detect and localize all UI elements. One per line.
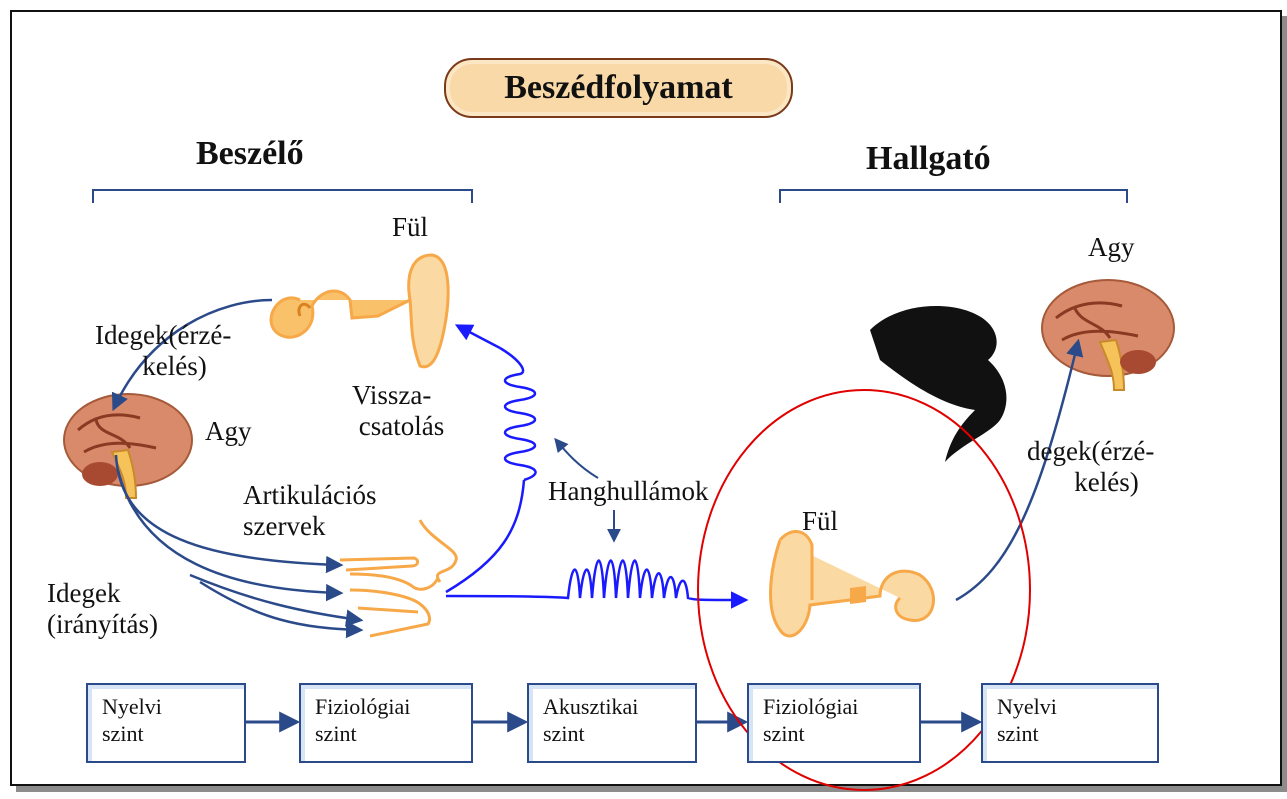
speaker-ear-label: Fül [392, 212, 428, 243]
level-label: Nyelvi szint [102, 693, 162, 747]
listener-head-icon [870, 306, 1006, 462]
speaker-ear-icon [271, 255, 448, 367]
level-label: Nyelvi szint [997, 693, 1057, 747]
articulators-label: Artikulációs szervek [243, 480, 376, 542]
level-label: Fiziológiai szint [315, 693, 410, 747]
speaker-nerves-sensing-label: Idegek(érzé- kelés) [95, 320, 231, 382]
level-box-nyelvi-2: Nyelvi szint [981, 683, 1159, 763]
level-box-fiziologiai-2: Fiziológiai szint [747, 683, 921, 763]
sound-waves-label: Hanghullámok [548, 476, 708, 507]
level-label: Fiziológiai szint [763, 693, 858, 747]
feedback-wave-coil [500, 348, 536, 480]
feedback-wave-line [446, 480, 524, 592]
listener-ear-label: Fül [802, 506, 838, 537]
listener-nerves-sensing-label: degek(érzé- kelés) [1027, 436, 1154, 498]
speaker-heading: Beszélő [196, 138, 304, 169]
speaker-nerves-control-label: Idegek (irányítás) [47, 578, 158, 640]
speaker-control-nerve-arrow-3 [190, 575, 360, 620]
listener-bracket [780, 190, 1127, 203]
speaker-brain-icon [64, 394, 192, 498]
level-box-akusztikai: Akusztikai szint [527, 683, 697, 763]
hanghullamok-pointer-arrow [556, 440, 598, 478]
feedback-wave-arrowhead [458, 326, 500, 348]
level-box-fiziologiai-1: Fiziológiai szint [299, 683, 473, 763]
listener-brain-icon [1042, 280, 1174, 390]
level-label: Akusztikai szint [543, 693, 638, 747]
title-text: Beszédfolyamat [446, 69, 791, 107]
listener-brain-label: Agy [1088, 232, 1135, 263]
sound-wave-line [446, 561, 745, 601]
speaker-brain-label: Agy [205, 416, 252, 447]
listener-heading: Hallgató [866, 143, 991, 174]
listener-ear-icon [771, 532, 934, 636]
title-pill: Beszédfolyamat [444, 58, 793, 118]
feedback-label: Vissza- csatolás [352, 380, 444, 442]
speaker-bracket [93, 190, 472, 203]
level-box-nyelvi-1: Nyelvi szint [86, 683, 246, 763]
